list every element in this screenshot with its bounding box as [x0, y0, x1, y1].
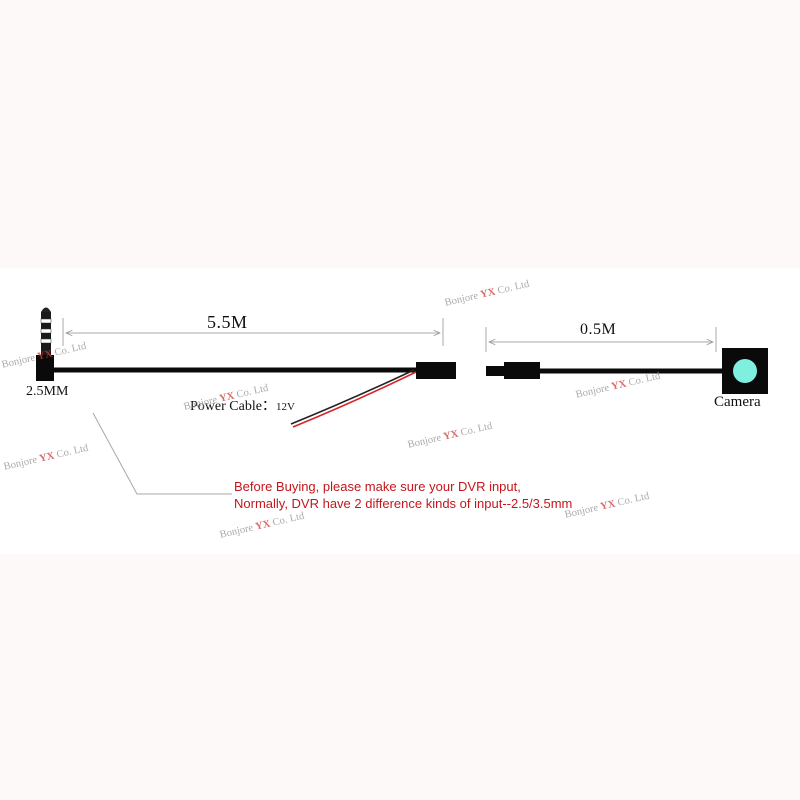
camera-cable-length-label: 0.5M [580, 321, 617, 338]
diagram-band [0, 268, 800, 554]
main-connector [416, 362, 456, 379]
power-voltage-text: 12V [275, 401, 295, 413]
jack-size-label: 2.5MM [26, 384, 69, 399]
main-cable-length-label: 5.5M [207, 312, 248, 332]
power-cable-label: Power Cable：12V [190, 395, 295, 415]
dimension-lines [62, 318, 717, 352]
camera-connector [486, 362, 540, 379]
power-cable-wires [290, 369, 417, 428]
audio-jack-plug-icon [36, 307, 54, 381]
camera-label: Camera [714, 394, 761, 410]
note-line-1: Before Buying, please make sure your DVR… [234, 479, 521, 494]
camera-icon [722, 348, 768, 394]
power-cable-text: Power Cable： [190, 399, 276, 414]
note-line-2: Normally, DVR have 2 difference kinds of… [234, 496, 573, 511]
note-leader-line [92, 412, 232, 495]
